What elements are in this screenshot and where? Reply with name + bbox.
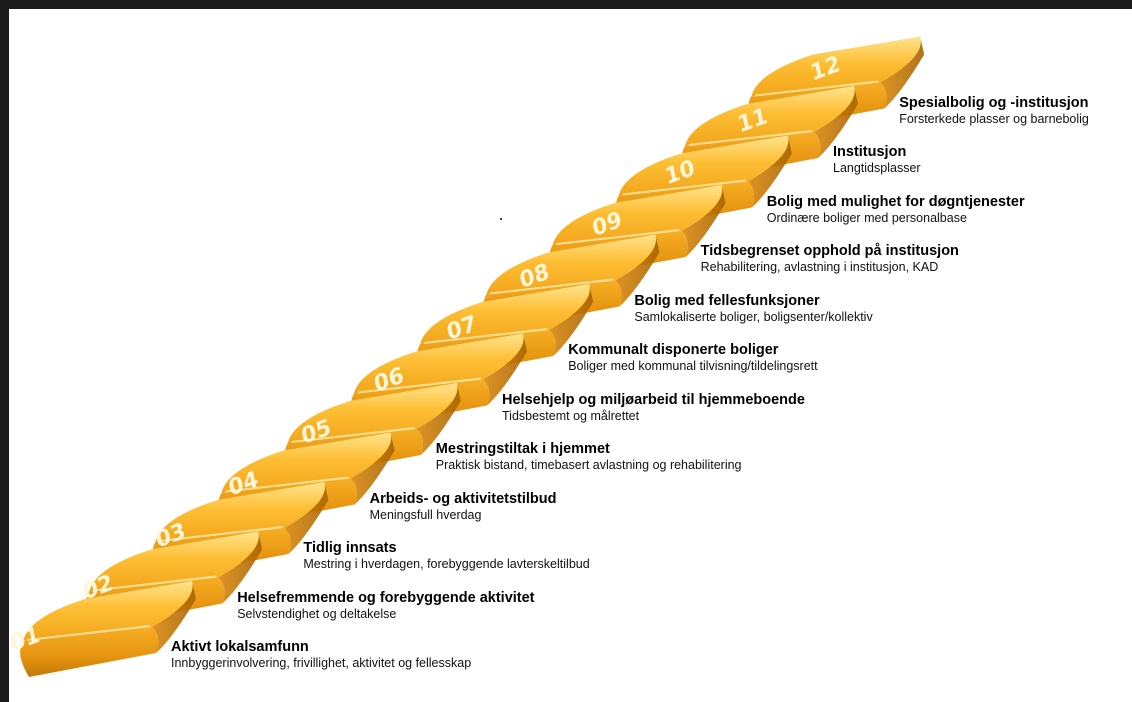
step-title: Kommunalt disponerte boliger — [568, 342, 779, 358]
step-top-face — [486, 234, 657, 295]
step-highlight — [159, 526, 283, 542]
step-description: Selvstendighet og deltakelse — [237, 606, 397, 621]
step-side-face — [880, 36, 925, 109]
step-highlight — [755, 80, 879, 97]
step-description: Langtidsplasser — [833, 161, 921, 175]
step-highlight — [490, 278, 614, 295]
step-side-face — [152, 581, 196, 653]
step-side-face — [814, 86, 858, 158]
step-title: Institusjon — [833, 144, 907, 160]
step-highlight — [424, 328, 548, 344]
step-label-02: Helsefremmende og forebyggende aktivitet… — [237, 590, 534, 622]
step-description: Mestring i hverdagen, forebyggende lavte… — [303, 557, 590, 571]
step-01: 01 — [9, 581, 196, 677]
step-description: Praktisk bistand, timebasert avlastning … — [435, 458, 742, 472]
step-description: Forsterkede plasser og barnebolig — [899, 111, 1089, 126]
step-title: Aktivt lokalsamfunn — [171, 639, 309, 655]
step-description: Ordinære boliger med personalbase — [766, 210, 967, 225]
step-title: Arbeids- og aktivitetstilbud — [369, 490, 557, 507]
step-top-face — [89, 531, 259, 592]
step-title: Helsehjelp og miljøarbeid til hjemmeboen… — [502, 391, 805, 408]
step-top-face — [155, 482, 326, 542]
step-title: Tidsbegrenset opphold på institusjon — [700, 243, 959, 259]
step-side-face — [681, 185, 726, 257]
step-highlight — [622, 179, 746, 196]
step-highlight — [688, 130, 813, 146]
step-title: Bolig med fellesfunksjoner — [634, 292, 820, 309]
step-label-06: Helsehjelp og miljøarbeid til hjemmeboen… — [502, 392, 805, 424]
step-top-face — [552, 185, 723, 245]
stray-dot — [500, 218, 502, 220]
step-highlight — [556, 229, 680, 245]
step-top-face — [618, 135, 789, 196]
step-top-face — [287, 383, 458, 443]
step-description: Tidsbestemt og målrettet — [502, 408, 640, 423]
step-description: Innbyggerinvolvering, frivillighet, akti… — [171, 656, 472, 670]
step-side-face — [549, 284, 594, 356]
step-side-face — [483, 333, 527, 406]
step-title: Bolig med mulighet for døgntjenester — [766, 193, 1025, 210]
step-front-face — [20, 627, 159, 677]
step-highlight — [93, 575, 217, 592]
step-highlight — [26, 625, 151, 641]
step-highlight — [291, 427, 415, 443]
step-highlight — [357, 377, 482, 394]
step-description: Samlokaliserte boliger, boligsenter/koll… — [634, 309, 873, 324]
step-title: Mestringstiltak i hjemmet — [435, 441, 610, 457]
step-side-face — [218, 531, 263, 604]
step-top-face — [221, 432, 392, 493]
step-side-face — [747, 135, 792, 208]
step-top-face — [420, 284, 590, 344]
step-side-face — [350, 432, 395, 505]
step-highlight — [225, 476, 349, 493]
step-top-face — [685, 86, 855, 146]
step-top-face — [751, 36, 921, 97]
step-side-face — [416, 383, 461, 455]
step-description: Rehabilitering, avlastning i institusjon… — [700, 260, 939, 274]
step-side-face — [284, 482, 329, 554]
step-top-face — [23, 581, 193, 641]
step-description: Meningsfull hverdag — [369, 507, 482, 522]
step-title: Helsefremmende og forebyggende aktivitet — [237, 589, 535, 606]
step-description: Boliger med kommunal tilvisning/tildelin… — [568, 359, 818, 373]
step-side-face — [615, 234, 660, 307]
step-title: Spesialbolig og -institusjon — [899, 94, 1089, 111]
step-title: Tidlig innsats — [303, 540, 397, 556]
step-top-face — [354, 333, 524, 394]
